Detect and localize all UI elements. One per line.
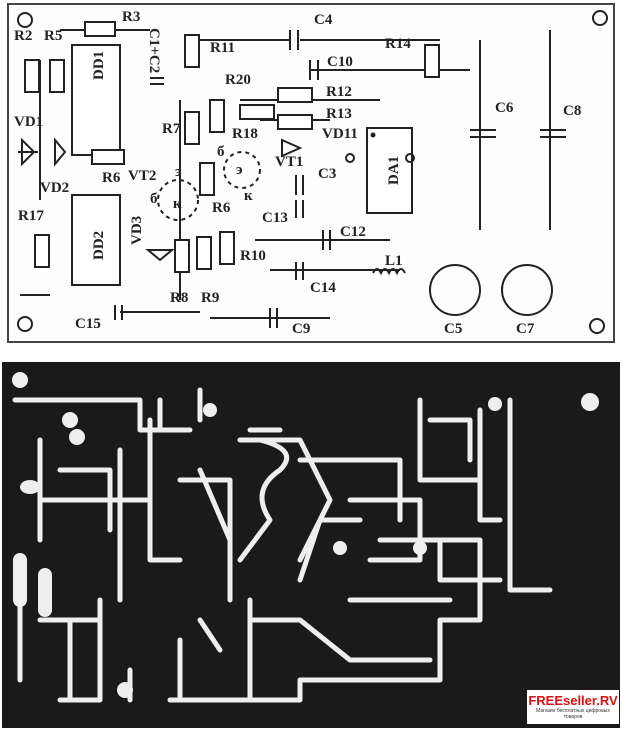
- watermark: FREEseller.RV Магазин бесплатных цифровы…: [527, 690, 619, 724]
- label-r2: R2: [14, 28, 32, 44]
- resistor-r18-body: [239, 104, 275, 120]
- label-vt1: VT1: [275, 154, 303, 170]
- label-c9: C9: [292, 321, 310, 337]
- inductor-l1: [372, 268, 406, 276]
- label-r18: R18: [232, 126, 258, 142]
- label-c7: C7: [516, 321, 535, 337]
- label-r3: R3: [122, 9, 140, 25]
- label-r20: R20: [225, 72, 251, 88]
- resistor-r17: [34, 234, 50, 268]
- label-c3: C3: [318, 166, 336, 182]
- resistor-r10: [219, 231, 235, 265]
- label-r14: R14: [385, 36, 411, 52]
- transistor-vt1: [223, 151, 261, 189]
- label-r10: R10: [240, 248, 266, 264]
- label-dd1: DD1: [91, 51, 107, 80]
- resistor-r20-body: [209, 99, 225, 133]
- label-pin-k2: к: [244, 188, 253, 204]
- resistor-r2: [24, 59, 40, 93]
- ic-da1: [366, 127, 413, 214]
- resistor-r8: [174, 239, 190, 273]
- label-pin-b2: б: [217, 144, 225, 160]
- label-r6b: R6: [212, 200, 231, 216]
- label-r5: R5: [44, 28, 62, 44]
- label-vd11: VD11: [322, 126, 358, 142]
- watermark-title: FREEseller.RV: [528, 693, 618, 708]
- label-l1: L1: [385, 253, 403, 269]
- label-c4: C4: [314, 12, 333, 28]
- label-r6: R6: [102, 170, 121, 186]
- label-pin-e1: э: [175, 164, 181, 180]
- label-c5: C5: [444, 321, 462, 337]
- transistor-vt2: [157, 179, 199, 221]
- watermark-subtitle: Магазин бесплатных цифровых товаров: [536, 708, 610, 720]
- label-c12: C12: [340, 224, 366, 240]
- label-pin-k1: к: [173, 196, 182, 212]
- label-dd2: DD2: [91, 231, 107, 260]
- resistor-r6b: [199, 162, 215, 196]
- label-c6: C6: [495, 100, 514, 116]
- resistor-r11: [184, 34, 200, 68]
- resistor-r5: [49, 59, 65, 93]
- label-vt2: VT2: [128, 168, 156, 184]
- capacitor-c7: [501, 264, 553, 316]
- label-vd1: VD1: [14, 114, 43, 130]
- resistor-r14: [424, 44, 440, 78]
- label-da1: DA1: [386, 156, 402, 185]
- label-pin-b1: б: [150, 191, 158, 207]
- label-c13: C13: [262, 210, 288, 226]
- copper-layout: [2, 362, 620, 728]
- label-r11: R11: [210, 40, 235, 56]
- label-r7: R7: [162, 121, 181, 137]
- label-r17: R17: [18, 208, 44, 224]
- label-vd3: VD3: [129, 216, 145, 245]
- ic-dd2: [71, 194, 121, 286]
- label-c14: C14: [310, 280, 336, 296]
- label-r9: R9: [201, 290, 219, 306]
- label-c10: C10: [327, 54, 353, 70]
- resistor-r9: [196, 236, 212, 270]
- label-r8: R8: [170, 290, 188, 306]
- label-r12: R12: [326, 84, 352, 100]
- label-c8: C8: [563, 103, 581, 119]
- label-c1c2: C1+C2: [146, 28, 162, 73]
- resistor-r7: [184, 111, 200, 145]
- label-r13: R13: [326, 106, 352, 122]
- resistor-r12: [277, 87, 313, 103]
- capacitor-c5: [429, 264, 481, 316]
- resistor-r6: [91, 149, 125, 165]
- resistor-r13: [277, 114, 313, 130]
- label-vd2: VD2: [40, 180, 69, 196]
- component-layout: R3 R2 R5 DD1 C1+C2 R11 C4 R14 C10 R20 R1…: [7, 3, 615, 343]
- resistor-r3: [84, 21, 116, 37]
- label-c15: C15: [75, 316, 101, 332]
- label-pin-e2: э: [236, 162, 242, 178]
